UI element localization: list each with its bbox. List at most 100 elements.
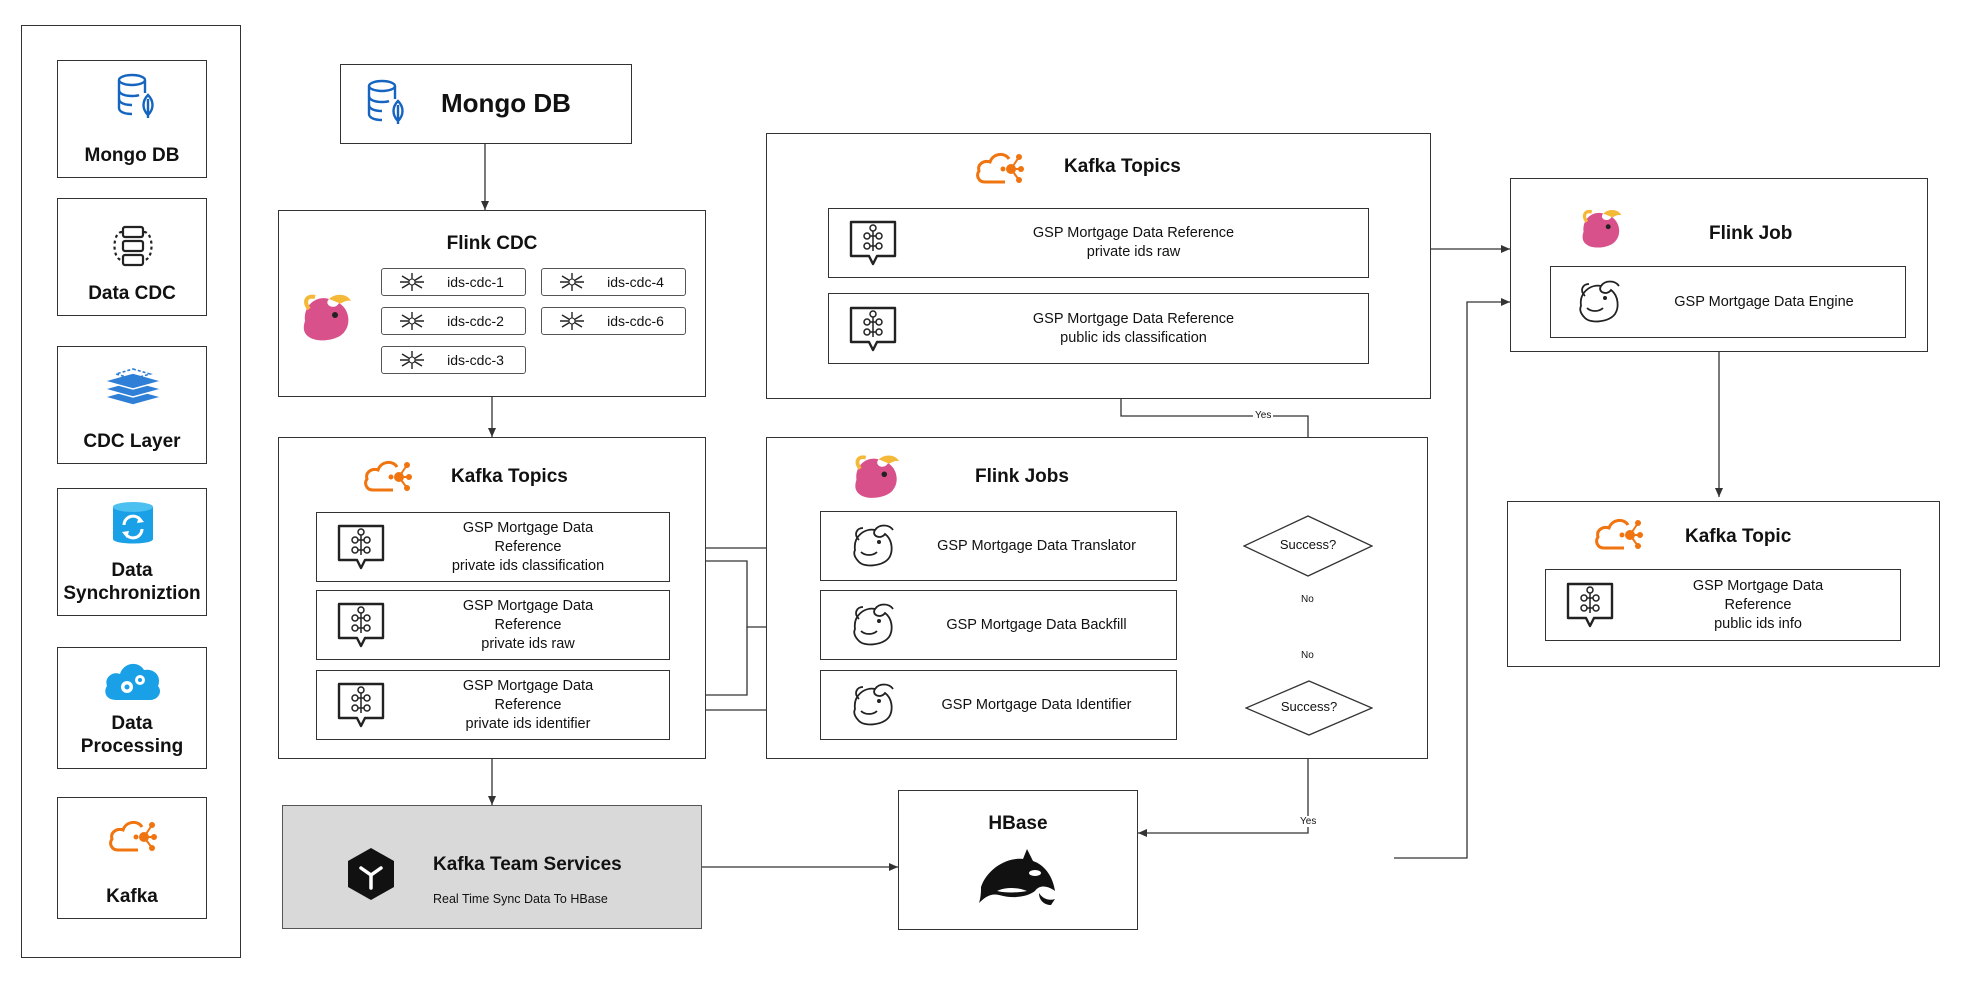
topic-line: public ids classification — [1060, 329, 1207, 346]
cdc-node-icon — [560, 312, 584, 330]
flink-squirrel-icon — [855, 455, 900, 498]
flink-jobs-title: Flink Jobs — [975, 466, 1069, 487]
topic-line: Reference — [1724, 596, 1792, 613]
cube-icon — [348, 848, 394, 900]
cdc-chip-label: ids-cdc-6 — [607, 313, 664, 329]
kafka-topics-top-title: Kafka Topics — [1064, 156, 1181, 177]
cdc-chip: ids-cdc-1 — [381, 268, 526, 296]
mongo-node: Mongo DB — [340, 64, 632, 144]
engine-job: GSP Mortgage Data Engine — [1550, 266, 1906, 338]
topic-line: Reference — [494, 616, 562, 633]
topic-line: Reference — [494, 538, 562, 555]
kafka-topics-left-title: Kafka Topics — [451, 466, 568, 487]
cdc-node-icon — [560, 273, 584, 291]
legend-data-cdc: Data CDC — [57, 198, 207, 316]
job-label: GSP Mortgage Data Identifier — [941, 696, 1132, 713]
job-translator: GSP Mortgage Data Translator — [820, 511, 1177, 581]
legend-kafka-label: Kafka — [106, 886, 158, 907]
topic-line: private ids raw — [481, 635, 575, 652]
legend-data-processing-label: Data Processing — [80, 713, 184, 757]
arrow-decision-yes-to-hbase — [1138, 734, 1309, 837]
topic-icon — [849, 220, 897, 266]
topic-line: GSP Mortgage Data Reference — [1032, 225, 1235, 241]
hbase-title: HBase — [988, 813, 1048, 834]
data-sync-icon — [113, 502, 153, 544]
decision-identifier — [1245, 680, 1373, 736]
job-label: GSP Mortgage Data Backfill — [946, 616, 1127, 633]
decision-translator — [1243, 515, 1373, 577]
legend-data-sync-label: Data Synchroniztion — [63, 560, 201, 604]
topic-public-ids-info: GSP Mortgage Data Reference public ids i… — [1545, 569, 1901, 641]
flink-squirrel-icon — [1582, 209, 1622, 248]
kafka-team-title: Kafka Team Services — [433, 854, 622, 875]
topic-private-ids-classification: GSP Mortgage Data Reference private ids … — [316, 512, 670, 582]
flink-job-right-title: Flink Job — [1709, 223, 1793, 244]
topic-icon — [337, 524, 385, 570]
cdc-chip-label: ids-cdc-2 — [447, 313, 504, 329]
job-backfill: GSP Mortgage Data Backfill — [820, 590, 1177, 660]
topic-private-ids-raw-top: GSP Mortgage Data Reference private ids … — [828, 208, 1369, 278]
legend-mongodb: Mongo DB — [57, 60, 207, 178]
topic-line: GSP Mortgage Data — [462, 597, 594, 614]
kafka-icon — [109, 821, 157, 852]
legend-data-processing: Data Processing — [57, 647, 207, 769]
flink-squirrel-outline-icon — [853, 603, 894, 646]
hbase-node: HBase — [898, 790, 1138, 930]
cdc-node-icon — [400, 351, 424, 369]
flink-squirrel-outline-icon — [853, 524, 894, 567]
arrow-hbase-to-flink-job — [1394, 298, 1510, 859]
topic-private-ids-identifier: GSP Mortgage Data Reference private ids … — [316, 670, 670, 740]
topic-line: Reference — [494, 696, 562, 713]
legend-cdc-layer: CDC Layer — [57, 346, 207, 464]
decision-identifier-label: Success? — [1280, 699, 1338, 714]
edge-label-yes: Yes — [1298, 816, 1319, 827]
cdc-node-icon — [400, 312, 424, 330]
topic-line: GSP Mortgage Data — [462, 519, 594, 536]
cdc-node-icon — [400, 273, 424, 291]
kafka-icon — [976, 153, 1024, 184]
job-identifier: GSP Mortgage Data Identifier — [820, 670, 1177, 740]
topic-icon — [337, 682, 385, 728]
kafka-icon — [1595, 519, 1643, 550]
topic-line: public ids info — [1714, 615, 1802, 632]
cdc-chip-label: ids-cdc-4 — [607, 274, 664, 290]
topic-line: GSP Mortgage Data Reference — [1032, 310, 1235, 327]
topic-public-ids-classification: GSP Mortgage Data Reference public ids c… — [828, 293, 1369, 364]
kafka-team-services-node: Kafka Team Services Real Time Sync Data … — [282, 805, 702, 929]
cdc-chip-label: ids-cdc-1 — [447, 274, 504, 290]
data-cdc-icon — [113, 225, 153, 267]
topic-icon — [1566, 582, 1614, 628]
legend-cdc-layer-label: CDC Layer — [83, 431, 181, 452]
topic-icon — [849, 306, 897, 351]
orca-icon — [979, 849, 1055, 905]
kafka-topic-right-title: Kafka Topic — [1685, 526, 1792, 547]
flink-cdc-title: Flink CDC — [446, 233, 538, 254]
legend-data-cdc-label: Data CDC — [88, 283, 176, 304]
flink-cdc-node: Flink CDC ids-cdc-1 ids-cdc-4 ids-cdc-2 … — [278, 210, 706, 397]
engine-job-label: GSP Mortgage Data Engine — [1674, 293, 1854, 310]
cdc-chip: ids-cdc-6 — [541, 307, 686, 335]
mongodb-icon — [117, 73, 154, 118]
topic-line: GSP Mortgage Data — [1692, 577, 1824, 594]
kafka-team-subtitle: Real Time Sync Data To HBase — [433, 892, 608, 906]
data-processing-icon — [105, 663, 161, 700]
topic-icon — [337, 602, 385, 648]
topic-line: GSP Mortgage Data — [462, 677, 594, 694]
edge-label-no: No — [1299, 650, 1316, 661]
cdc-chip: ids-cdc-2 — [381, 307, 526, 335]
topic-private-ids-raw: GSP Mortgage Data Reference private ids … — [316, 590, 670, 660]
topic-line: private ids classification — [451, 557, 605, 574]
mongodb-icon — [367, 79, 404, 124]
edge-label-no: No — [1299, 594, 1316, 605]
cdc-layer-icon — [102, 368, 164, 406]
cdc-chip: ids-cdc-3 — [381, 346, 526, 374]
legend-kafka: Kafka — [57, 797, 207, 919]
mongo-title: Mongo DB — [441, 88, 571, 118]
legend-mongodb-label: Mongo DB — [84, 145, 180, 166]
kafka-icon — [364, 461, 412, 492]
cdc-chip-label: ids-cdc-3 — [447, 352, 504, 368]
flink-squirrel-icon — [303, 294, 351, 341]
cdc-chip: ids-cdc-4 — [541, 268, 686, 296]
edge-label-yes: Yes — [1253, 410, 1274, 421]
topic-line: private ids identifier — [465, 715, 591, 732]
